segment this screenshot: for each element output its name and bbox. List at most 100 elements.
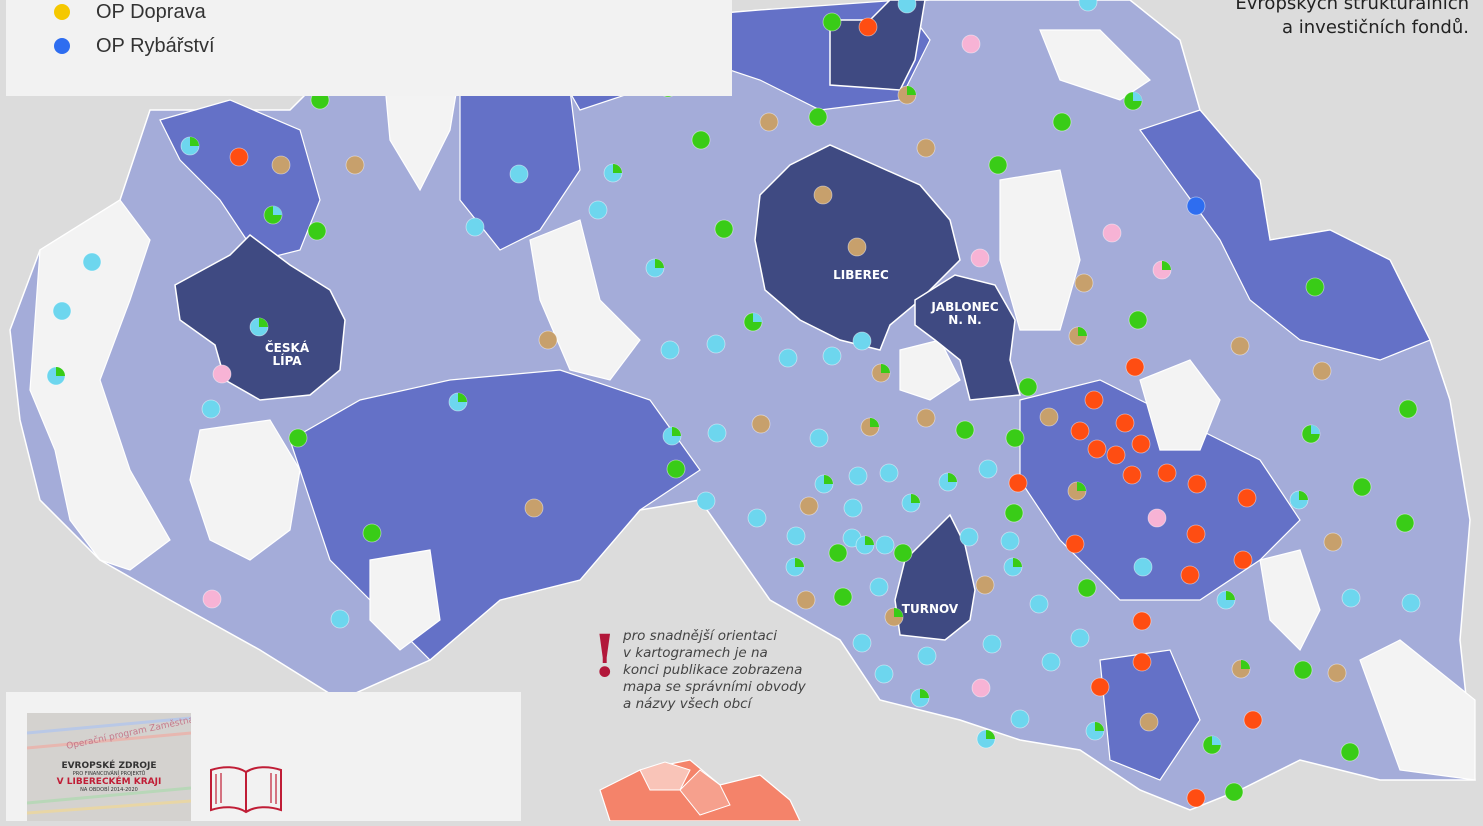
municipality-marker bbox=[1004, 503, 1024, 523]
municipality-marker bbox=[1029, 594, 1049, 614]
legend-dot-blue-icon bbox=[54, 38, 70, 54]
municipality-marker-slice bbox=[986, 730, 995, 739]
municipality-marker-slice bbox=[795, 558, 804, 567]
municipality-marker bbox=[1147, 508, 1167, 528]
municipality-marker bbox=[509, 164, 529, 184]
municipality-marker bbox=[660, 340, 680, 360]
municipality-marker bbox=[1133, 557, 1153, 577]
municipality-marker-slice bbox=[1077, 482, 1086, 491]
municipality-marker bbox=[822, 346, 842, 366]
city-label-ceska-lipa: LÍPA bbox=[272, 353, 302, 368]
municipality-marker bbox=[1122, 465, 1142, 485]
city-label-liberec: LIBEREC bbox=[833, 268, 889, 282]
municipality-marker bbox=[893, 543, 913, 563]
municipality-marker-slice bbox=[1162, 261, 1171, 270]
municipality-marker bbox=[1090, 677, 1110, 697]
legend-item-op-rybarstvi: OP Rybářství bbox=[54, 34, 215, 58]
municipality-marker bbox=[786, 526, 806, 546]
municipality-marker bbox=[1115, 413, 1135, 433]
municipality-marker bbox=[202, 589, 222, 609]
municipality-marker-slice bbox=[881, 364, 890, 373]
municipality-marker-slice bbox=[672, 427, 681, 436]
municipality-marker bbox=[852, 331, 872, 351]
municipality-marker bbox=[1087, 439, 1107, 459]
municipality-marker-slice bbox=[56, 367, 65, 376]
municipality-marker bbox=[796, 590, 816, 610]
cover-line-3: V LIBERECKÉM KRAJI bbox=[56, 777, 162, 787]
municipality-marker-slice bbox=[948, 473, 957, 482]
municipality-marker-slice bbox=[259, 318, 268, 327]
municipality-marker bbox=[1070, 628, 1090, 648]
municipality-marker bbox=[229, 147, 249, 167]
municipality-marker bbox=[988, 155, 1008, 175]
municipality-marker bbox=[1000, 531, 1020, 551]
municipality-marker-slice bbox=[1311, 425, 1320, 434]
municipality-marker-slice bbox=[907, 86, 916, 95]
municipality-marker bbox=[82, 252, 102, 272]
municipality-marker bbox=[1078, 0, 1098, 12]
municipality-marker-slice bbox=[1226, 591, 1235, 600]
municipality-marker bbox=[1041, 652, 1061, 672]
map-region-empty-southwest bbox=[189, 419, 301, 561]
publication-panel: Operační program Zaměstnanost EVROPSKÉ Z… bbox=[6, 692, 521, 821]
map-region-empty-mid bbox=[529, 219, 641, 381]
inset-map-region-light bbox=[639, 761, 691, 791]
cover-title: EVROPSKÉ ZDROJE PRO FINANCOVÁNÍ PROJEKTŮ… bbox=[27, 761, 191, 793]
municipality-marker bbox=[808, 107, 828, 127]
municipality-marker bbox=[1340, 742, 1360, 762]
municipality-marker bbox=[691, 130, 711, 150]
municipality-marker-slice bbox=[655, 259, 664, 268]
map-region-empty-se2 bbox=[1259, 549, 1321, 652]
district-ceska-lipa bbox=[174, 234, 346, 401]
note-line: mapa se správními obvody bbox=[623, 679, 806, 695]
map-region-empty-center-small bbox=[899, 339, 961, 401]
city-label-jablonec: N. N. bbox=[948, 313, 981, 327]
municipality-marker bbox=[1010, 709, 1030, 729]
municipality-marker bbox=[1077, 578, 1097, 598]
municipality-marker-slice bbox=[894, 608, 903, 617]
municipality-marker bbox=[875, 535, 895, 555]
municipality-marker bbox=[1157, 463, 1177, 483]
municipality-marker bbox=[1327, 663, 1347, 683]
municipality-marker bbox=[1224, 782, 1244, 802]
municipality-marker bbox=[1052, 112, 1072, 132]
municipality-marker bbox=[970, 248, 990, 268]
municipality-marker bbox=[714, 219, 734, 239]
municipality-marker-slice bbox=[1299, 491, 1308, 500]
publication-cover[interactable]: Operační program Zaměstnanost EVROPSKÉ Z… bbox=[27, 713, 191, 821]
legend-item-op-doprava: OP Doprava bbox=[54, 0, 206, 24]
municipality-marker bbox=[848, 466, 868, 486]
caption-line-1: Evropských strukturálních bbox=[1235, 0, 1469, 14]
municipality-marker bbox=[897, 0, 917, 14]
legend-dot-yellow-icon bbox=[54, 4, 70, 20]
municipality-marker bbox=[847, 237, 867, 257]
exclamation-icon: ! bbox=[592, 622, 618, 690]
municipality-marker bbox=[959, 527, 979, 547]
municipality-marker bbox=[362, 523, 382, 543]
cover-line-1: EVROPSKÉ ZDROJE bbox=[61, 761, 157, 771]
municipality-marker bbox=[1243, 710, 1263, 730]
district-north-strip bbox=[829, 0, 926, 91]
municipality-marker bbox=[747, 508, 767, 528]
municipality-marker bbox=[706, 334, 726, 354]
map-region-zone-east bbox=[1139, 109, 1431, 361]
open-book-icon[interactable] bbox=[207, 762, 285, 814]
map-region-empty-ne2 bbox=[1139, 359, 1221, 451]
municipality-marker bbox=[707, 423, 727, 443]
municipality-marker bbox=[1341, 588, 1361, 608]
municipality-marker bbox=[1070, 421, 1090, 441]
municipality-marker bbox=[1128, 310, 1148, 330]
municipality-marker-slice bbox=[1212, 736, 1221, 745]
municipality-marker bbox=[869, 577, 889, 597]
municipality-marker bbox=[971, 678, 991, 698]
municipality-marker bbox=[1395, 513, 1415, 533]
municipality-marker bbox=[1074, 273, 1094, 293]
municipality-marker bbox=[759, 112, 779, 132]
municipality-marker-slice bbox=[1095, 722, 1104, 731]
municipality-marker bbox=[1233, 550, 1253, 570]
municipality-marker-slice bbox=[824, 475, 833, 484]
map-region-empty-south bbox=[369, 549, 441, 651]
municipality-marker bbox=[538, 330, 558, 350]
